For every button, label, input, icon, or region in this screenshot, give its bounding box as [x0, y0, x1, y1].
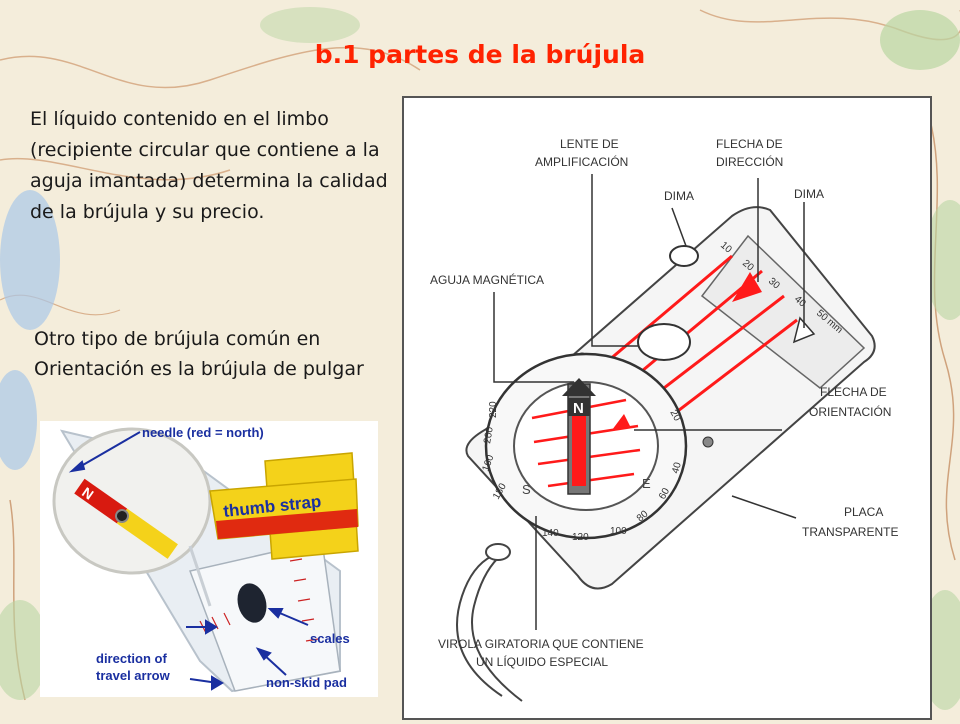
non-skid-pad: [237, 583, 267, 623]
label-dima-left: DIMA: [664, 189, 694, 203]
label-virola-2: UN LÍQUIDO ESPECIAL: [476, 654, 608, 669]
travel-arrow-label-line1: direction of: [96, 651, 167, 666]
hole-top: [669, 245, 699, 267]
mm-ruler: [700, 234, 866, 389]
travel-arrow-groove: [188, 545, 212, 607]
non-skid-pad-label: non-skid pad: [266, 675, 347, 690]
label-lente-1: LENTE DE: [560, 137, 619, 151]
label-flecha-ori-2: ORIENTACIÓN: [809, 404, 891, 419]
label-dima-right: DIMA: [794, 187, 824, 201]
label-lente-2: AMPLIFICACIÓN: [535, 154, 628, 169]
scales-label: scales: [310, 631, 350, 646]
dial-number: 200: [482, 426, 496, 445]
dial-number: 60: [657, 486, 672, 502]
lanyard-cord: [456, 555, 503, 697]
needle-tip: [562, 378, 596, 396]
direction-arrow: [732, 272, 762, 302]
thumb-compass-paragraph: Otro tipo de brújula común en Orientació…: [34, 328, 364, 380]
dial-number: 20: [667, 408, 682, 424]
thumb-compass-illustration: N thumb strap needle (red = north) scal: [40, 421, 378, 697]
thumb-strap: thumb strap: [209, 452, 359, 560]
travel-arrow-label-line2: travel arrow: [96, 668, 171, 683]
label-flecha-dir-1: FLECHA DE: [716, 137, 783, 151]
label-flecha-ori-1: FLECHA DE: [820, 385, 887, 399]
dial-number: 40: [670, 461, 684, 475]
description-paragraph: El líquido contenido en el limbo (recipi…: [30, 108, 388, 223]
compass-parts-diagram: N S E 160 180 200 220 140 120 100 80 60 …: [402, 96, 932, 720]
annotation-pointers: [68, 431, 309, 691]
label-flecha-dir-2: DIRECCIÓN: [716, 154, 783, 169]
sight-notch: [792, 316, 816, 344]
dial-number: 100: [610, 526, 627, 537]
magnifying-lens: [637, 323, 691, 361]
label-aguja: AGUJA MAGNÉTICA: [430, 272, 544, 287]
dial-number: 120: [572, 532, 589, 543]
diagram-labels: LENTE DE AMPLIFICACIÓN FLECHA DE DIRECCI…: [430, 137, 898, 669]
orienting-arrow: [612, 414, 630, 430]
needle-n-box: [568, 398, 590, 416]
needle-red-end: [74, 478, 128, 524]
dial-e: E: [642, 476, 651, 491]
compass-capsule: [52, 427, 212, 575]
needle-n: N: [573, 400, 584, 417]
thumb-compass-svg: N thumb strap needle (red = north) scal: [52, 425, 359, 693]
needle-yellow-end: [116, 508, 178, 559]
magnetic-needle: N: [74, 478, 178, 559]
dial-number: 140: [542, 528, 559, 539]
pin-right: [702, 436, 714, 448]
needle-pivot: [115, 509, 129, 523]
page-title: b.1 partes de la brújula: [314, 40, 646, 69]
dial-s: S: [522, 482, 531, 497]
dial-number: 220: [488, 401, 499, 418]
label-placa-1: PLACA: [844, 505, 883, 519]
needle-red-stripe: [572, 406, 586, 486]
label-placa-2: TRANSPARENTE: [802, 525, 898, 539]
needle-label: needle (red = north): [142, 425, 264, 440]
lanyard-knot: [485, 543, 511, 561]
leader-lines: [493, 174, 805, 630]
label-virola-1: VIROLA GIRATORIA QUE CONTIENE: [438, 637, 644, 651]
compass-diagram-svg: N S E 160 180 200 220 140 120 100 80 60 …: [402, 96, 932, 720]
